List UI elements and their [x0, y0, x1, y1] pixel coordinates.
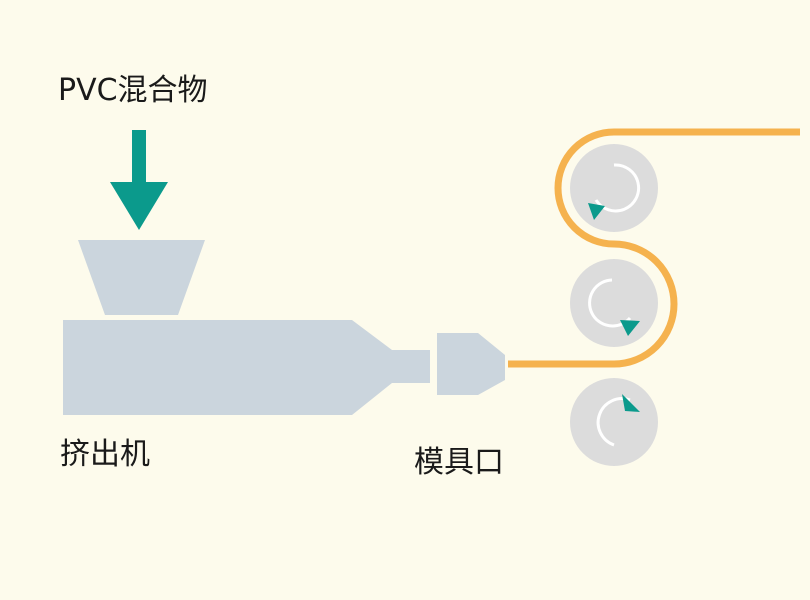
extruder-barrel: [63, 320, 430, 415]
rotation-arrow-icon: [596, 394, 640, 447]
extruder-label: 挤出机: [60, 437, 150, 472]
film-path: [508, 128, 800, 368]
down-arrow-icon: [110, 130, 168, 230]
hopper: [78, 240, 205, 315]
rotation-arrow-icon: [588, 163, 641, 220]
rotation-arrow-icon: [588, 278, 640, 336]
bottom-roller: [570, 378, 658, 466]
middle-roller: [570, 259, 658, 347]
top-roller: [570, 144, 658, 232]
input-material-label: PVC混合物: [58, 73, 208, 108]
die-label: 模具口: [414, 445, 504, 480]
die-head: [437, 333, 505, 395]
